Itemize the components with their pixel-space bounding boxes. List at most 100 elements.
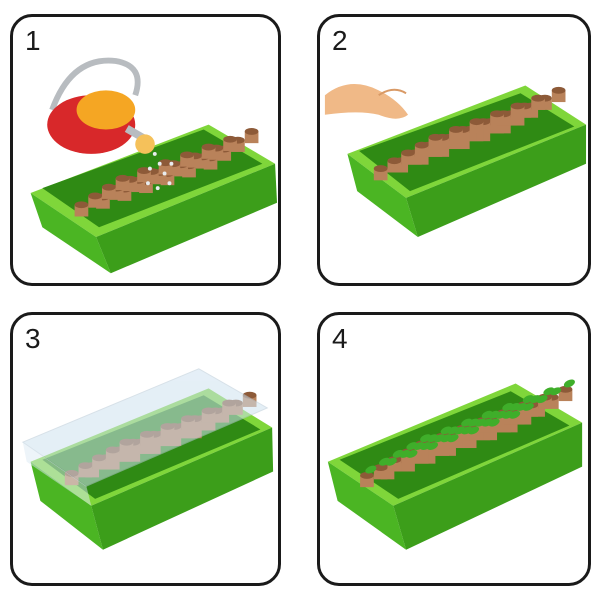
seedling-leaf-icon: [563, 379, 575, 388]
peat-pellet: [421, 145, 436, 157]
peat-pellet: [231, 140, 245, 152]
peat-pellet: [373, 467, 388, 480]
peat-pellet: [180, 154, 194, 167]
peat-pellet: [414, 145, 429, 157]
peat-pellet-top: [88, 192, 102, 200]
step-number-3: 3: [25, 323, 41, 354]
peat-pellet: [137, 170, 151, 183]
step-3-illustration: [21, 368, 274, 550]
peat-pellet: [88, 195, 102, 208]
peat-pellet: [223, 139, 237, 151]
step-2-illustration: [324, 84, 587, 238]
peat-pellet: [510, 412, 525, 425]
peat-pellet-top: [401, 149, 415, 157]
seedling-leaf-icon: [379, 457, 391, 466]
seed-tray: [327, 379, 583, 550]
peat-pellet-top: [510, 102, 525, 110]
peat-pellet: [401, 451, 415, 464]
peat-pellet-top: [414, 141, 429, 149]
peat-pellet: [115, 178, 130, 191]
seedling-leaf-icon: [543, 387, 555, 396]
peat-pellet: [217, 149, 232, 161]
peat-pellet: [123, 179, 138, 192]
peat-pellet-top: [180, 151, 194, 159]
step-1-illustration: [30, 57, 278, 274]
step-panel-2: 2: [317, 14, 591, 286]
peat-pellet-top: [360, 471, 374, 479]
step-4-illustration: [327, 379, 583, 550]
peat-pellet: [469, 129, 484, 142]
peat-pellet: [195, 156, 210, 169]
step-number-1: 1: [25, 25, 41, 56]
peat-pellet: [442, 444, 456, 456]
peat-pellet: [414, 152, 429, 165]
peat-pellet: [160, 173, 175, 186]
peat-pellet: [182, 165, 196, 178]
seed-tray: [30, 124, 278, 274]
peat-pellet: [117, 189, 132, 201]
peat-pellet: [476, 420, 491, 433]
peat-pellet-top: [115, 174, 130, 182]
peat-pellet: [387, 459, 402, 472]
peat-pellet: [131, 180, 146, 193]
peat-pellet-top: [551, 86, 566, 94]
peat-pellet: [469, 121, 484, 134]
peat-pellet: [531, 404, 545, 417]
step-panel-4: 4: [317, 312, 591, 586]
peat-pellet: [158, 162, 173, 175]
hand-icon: [324, 84, 409, 119]
peat-pellet-top: [158, 159, 173, 167]
peat-pellet: [510, 105, 525, 118]
peat-pellet-top: [373, 165, 388, 173]
peat-pellet: [476, 121, 491, 134]
peat-pellet: [558, 389, 573, 402]
peat-pellet: [360, 475, 374, 488]
seedling-leaf-icon: [440, 426, 452, 435]
seedling-leaf-icon: [365, 465, 377, 474]
seedling-leaf-icon: [461, 418, 473, 427]
peat-pellet: [188, 155, 202, 168]
peat-pellet-top: [244, 127, 259, 135]
peat-pellet: [244, 131, 259, 144]
seedling-leaf-icon: [481, 410, 493, 419]
seedling-leaf-icon: [392, 449, 404, 458]
peat-pellet: [387, 160, 402, 173]
peat-pellet: [517, 404, 532, 417]
peat-pellet: [531, 98, 545, 110]
peat-pellet-top: [428, 133, 443, 141]
step-panel-3: 3: [10, 312, 281, 586]
peat-pellet: [483, 428, 498, 441]
peat-pellet: [401, 152, 415, 165]
peat-pellet: [503, 412, 518, 425]
peat-pellet: [497, 412, 511, 425]
seedling-leaf-icon: [406, 442, 418, 451]
peat-pellet-top: [449, 126, 463, 133]
peat-pellet: [421, 444, 436, 456]
step-panel-1: 1: [10, 14, 281, 286]
peat-pellet-top: [490, 110, 504, 118]
peat-pellet: [538, 397, 552, 409]
peat-pellet: [442, 436, 456, 449]
clear-lid: [21, 368, 269, 506]
peat-pellet-top: [201, 143, 216, 151]
peat-pellet-top: [387, 157, 402, 165]
seedling-leaf-icon: [420, 434, 432, 443]
peat-pellet: [109, 188, 124, 200]
watering-can-icon: [47, 57, 155, 154]
peat-pellet: [503, 420, 518, 433]
peat-pellet: [201, 147, 216, 159]
peat-pellet: [435, 444, 450, 456]
peat-pellet: [421, 451, 436, 464]
peat-pellet: [209, 148, 224, 160]
peat-pellet-top: [469, 118, 484, 126]
peat-pellet: [139, 181, 153, 194]
seed-tray: [347, 85, 587, 238]
peat-pellet: [414, 444, 429, 456]
peat-pellet: [74, 204, 89, 217]
seedling-leaf-icon: [502, 402, 514, 411]
peat-pellet: [401, 459, 415, 472]
peat-pellet-top: [223, 135, 237, 143]
peat-pellet: [476, 129, 491, 142]
falling-seeds: [145, 151, 174, 191]
peat-pellet: [551, 90, 566, 103]
